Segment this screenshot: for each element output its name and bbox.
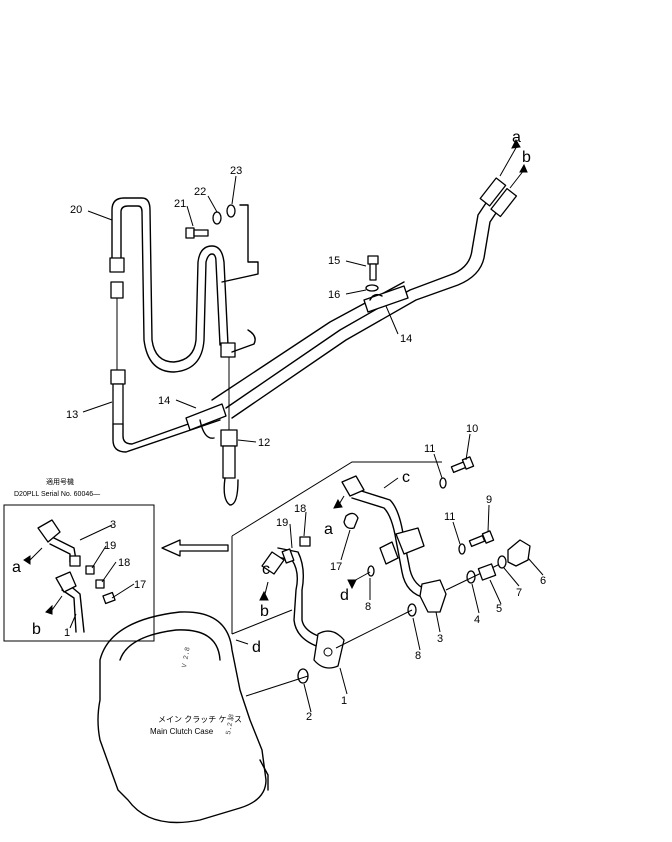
svg-text:V 2.8: V 2.8 bbox=[181, 646, 193, 668]
washer-11-lower bbox=[458, 543, 466, 555]
callout-4: 4 bbox=[474, 614, 480, 626]
long-pipes bbox=[211, 138, 528, 419]
washer-16 bbox=[365, 284, 379, 292]
callout-9: 9 bbox=[486, 494, 492, 506]
inset-serial: D20PLL Serial No. 60046— bbox=[14, 491, 100, 498]
leader-lines bbox=[69, 175, 544, 713]
callout-20: 20 bbox=[70, 204, 82, 216]
callout-22: 22 bbox=[194, 186, 206, 198]
letter-d-mid: d bbox=[340, 587, 349, 604]
bolt-15 bbox=[367, 255, 379, 281]
pipe-13 bbox=[110, 369, 223, 453]
letter-a-inset: a bbox=[12, 559, 21, 576]
callout-1-main: 1 bbox=[341, 695, 347, 707]
callout-2: 2 bbox=[306, 711, 312, 723]
callout-1-inset: 1 bbox=[64, 627, 70, 639]
letter-c-left: c bbox=[262, 561, 270, 578]
detail-panel bbox=[161, 461, 442, 635]
letter-a-top: a bbox=[512, 129, 521, 146]
inset-box: 適用号機 D20PLL Serial No. 60046— bbox=[3, 477, 155, 642]
callout-3-main: 3 bbox=[437, 633, 443, 645]
callout-14-lower: 14 bbox=[158, 395, 170, 407]
callout-16: 16 bbox=[328, 289, 340, 301]
callout-15: 15 bbox=[328, 255, 340, 267]
washer-23 bbox=[226, 204, 236, 218]
callout-7: 7 bbox=[516, 587, 522, 599]
inset-bolt-17 bbox=[102, 591, 116, 605]
hose-20 bbox=[109, 197, 229, 373]
callouts: 23 22 21 20 15 16 14 14 13 12 10 11 9 11… bbox=[64, 165, 546, 723]
callout-11-upper: 11 bbox=[424, 443, 435, 455]
callout-17-detail: 17 bbox=[330, 561, 342, 573]
callout-6: 6 bbox=[540, 575, 546, 587]
letter-b-top: b bbox=[522, 149, 531, 166]
callout-23: 23 bbox=[230, 165, 242, 177]
callout-19-inset: 19 bbox=[104, 540, 116, 552]
callout-21: 21 bbox=[174, 198, 186, 210]
main-clutch-case: V 2.8 5.2.8 メイン クラッチ ケース Main Clutch Cas… bbox=[97, 611, 269, 824]
letter-c-main: c bbox=[402, 469, 410, 486]
callout-18-inset: 18 bbox=[118, 557, 130, 569]
case-label-en: Main Clutch Case bbox=[150, 727, 214, 736]
bracket bbox=[221, 204, 259, 353]
plug-6 bbox=[507, 539, 531, 567]
letter-a-mid: a bbox=[324, 521, 333, 538]
letter-b-mid: b bbox=[260, 603, 269, 620]
callout-5: 5 bbox=[496, 603, 502, 615]
washer-11-upper bbox=[439, 477, 447, 489]
callout-12: 12 bbox=[258, 437, 270, 449]
pipe-1-main bbox=[261, 547, 345, 669]
fitting-17-detail bbox=[343, 512, 359, 530]
callout-8-upper: 8 bbox=[365, 601, 371, 613]
union-5 bbox=[477, 563, 497, 581]
o-ring-8-upper bbox=[367, 565, 375, 577]
letter-b-inset: b bbox=[32, 621, 41, 638]
o-ring-7 bbox=[497, 555, 507, 569]
callout-10: 10 bbox=[466, 423, 478, 435]
pipe-3-main bbox=[341, 475, 447, 613]
callout-14-upper: 14 bbox=[400, 333, 412, 345]
o-ring-4 bbox=[466, 570, 476, 584]
inset-fitting-18 bbox=[95, 579, 105, 589]
clamp-14-upper bbox=[363, 285, 409, 313]
fitting-19-detail bbox=[281, 548, 295, 564]
fitting-18-detail bbox=[299, 536, 311, 547]
inset-title-jp: 適用号機 bbox=[46, 477, 74, 486]
svg-text:5.2.8: 5.2.8 bbox=[225, 713, 237, 735]
flange-8-detail bbox=[379, 541, 399, 565]
bolt-21 bbox=[185, 227, 209, 239]
callout-3-inset: 3 bbox=[110, 519, 116, 531]
callout-11-lower: 11 bbox=[444, 511, 455, 523]
washer-22 bbox=[212, 211, 222, 225]
inset-fitting-19 bbox=[85, 565, 95, 575]
hose-12 bbox=[220, 342, 239, 506]
callout-17-inset: 17 bbox=[134, 579, 146, 591]
callout-8-lower: 8 bbox=[415, 650, 421, 662]
clamp-14-lower bbox=[185, 403, 227, 439]
callout-13: 13 bbox=[66, 409, 78, 421]
letter-d-case: d bbox=[252, 639, 261, 656]
callout-19-detail: 19 bbox=[276, 517, 288, 529]
letter-markers: a b c c a b d d a b bbox=[12, 129, 531, 656]
bolt-9 bbox=[468, 530, 495, 548]
callout-18-detail: 18 bbox=[294, 503, 306, 515]
case-label-jp: メイン クラッチ ケース bbox=[158, 715, 242, 724]
bolt-10 bbox=[450, 456, 475, 474]
